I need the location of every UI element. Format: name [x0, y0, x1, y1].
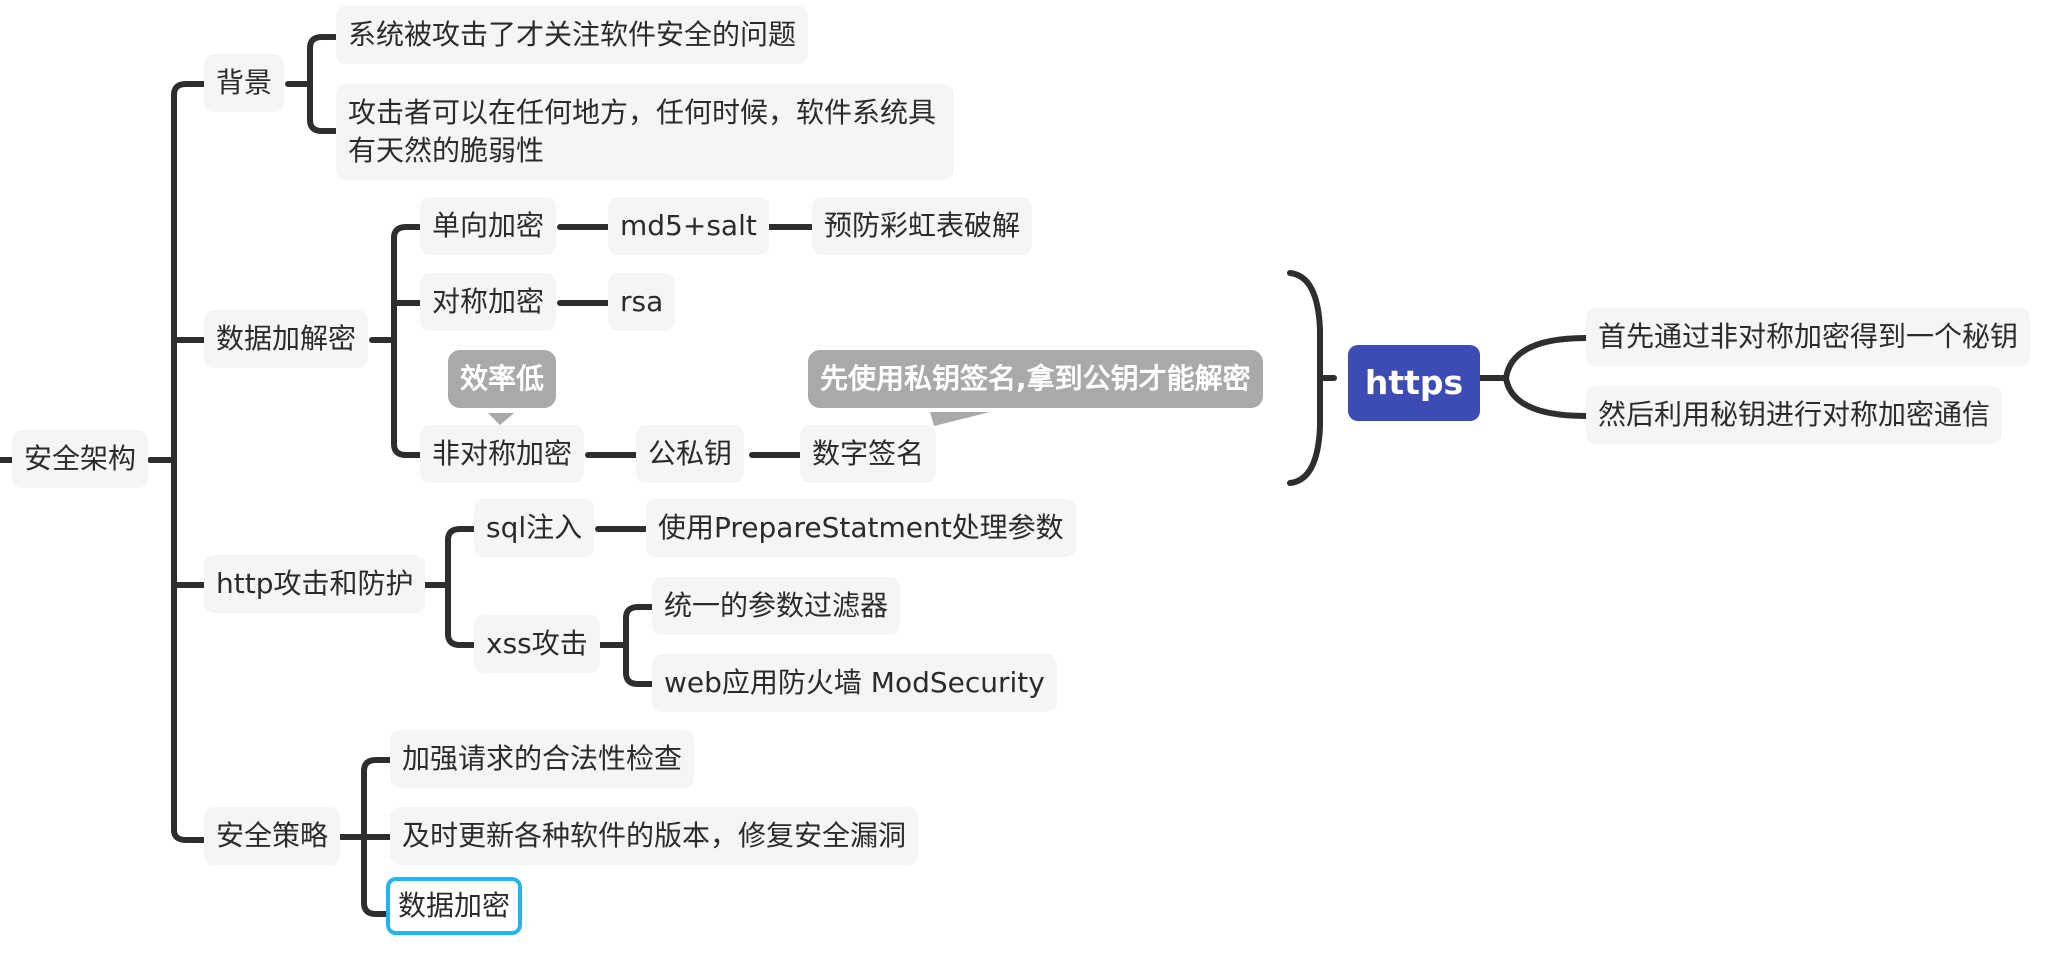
topic-digital-signature[interactable]: 数字签名 — [800, 425, 937, 483]
root-topic[interactable]: 安全架构 — [12, 430, 149, 488]
topic-rsa[interactable]: rsa — [608, 273, 676, 331]
topic-https-item-2[interactable]: 然后利用秘钥进行对称加密通信 — [1586, 386, 2003, 444]
symmetric-encryption-label: 对称加密 — [432, 285, 545, 318]
https-label: https — [1364, 363, 1464, 402]
topic-http-attack[interactable]: http攻击和防护 — [204, 555, 426, 613]
topic-prepare-statement[interactable]: 使用PrepareStatment处理参数 — [646, 499, 1076, 557]
xss-bracket-line — [623, 604, 655, 687]
topic-public-private-key[interactable]: 公私钥 — [636, 425, 745, 483]
rsa-label: rsa — [620, 285, 664, 318]
http-bracket-line — [445, 526, 477, 648]
topic-encryption[interactable]: 数据加解密 — [204, 310, 369, 368]
https-to-first-item-line — [1503, 335, 1589, 381]
low-efficiency-label: 效率低 — [460, 362, 545, 395]
security-strategy-label: 安全策略 — [216, 819, 329, 852]
https-to-second-item-line — [1503, 375, 1589, 419]
topic-https[interactable]: https — [1348, 345, 1480, 421]
strategy-item-2-label: 及时更新各种软件的版本，修复安全漏洞 — [402, 819, 907, 852]
callout-low-efficiency[interactable]: 效率低 — [448, 350, 557, 408]
topic-strategy-item-2[interactable]: 及时更新各种软件的版本，修复安全漏洞 — [390, 807, 919, 865]
topic-background-item-1[interactable]: 系统被攻击了才关注软件安全的问题 — [336, 6, 809, 64]
https-item-1-label: 首先通过非对称加密得到一个秘钥 — [1598, 320, 2019, 353]
xss-attack-label: xss攻击 — [486, 627, 588, 660]
topic-security-strategy[interactable]: 安全策略 — [204, 807, 341, 865]
signature-note-label: 先使用私钥签名,拿到公钥才能解密 — [820, 362, 1251, 395]
efficiency-callout-tail — [488, 413, 514, 425]
public-private-key-label: 公私钥 — [648, 437, 733, 470]
digital-signature-label: 数字签名 — [812, 437, 925, 470]
topic-asymmetric-encryption[interactable]: 非对称加密 — [420, 425, 585, 483]
topic-oneway-encryption[interactable]: 单向加密 — [420, 197, 557, 255]
md5-salt-label: md5+salt — [620, 209, 757, 242]
topic-https-item-1[interactable]: 首先通过非对称加密得到一个秘钥 — [1586, 308, 2031, 366]
modsecurity-label: web应用防火墙 ModSecurity — [664, 666, 1045, 699]
encryption-bracket-line — [391, 224, 423, 458]
root-topic-label: 安全架构 — [24, 442, 137, 475]
oneway-encryption-label: 单向加密 — [432, 209, 545, 242]
prepare-statement-label: 使用PrepareStatment处理参数 — [658, 511, 1064, 544]
http-attack-label: http攻击和防护 — [216, 567, 414, 600]
background-item-2-label: 攻击者可以在任何地方，任何时候，软件系统具有天然的脆弱性 — [348, 96, 937, 167]
topic-strategy-item-1[interactable]: 加强请求的合法性检查 — [390, 730, 695, 788]
topic-modsecurity[interactable]: web应用防火墙 ModSecurity — [652, 654, 1057, 712]
strategy-bracket-line — [361, 757, 393, 917]
https-item-2-label: 然后利用秘钥进行对称加密通信 — [1598, 398, 1991, 431]
topic-background-item-2[interactable]: 攻击者可以在任何地方，任何时候，软件系统具有天然的脆弱性 — [336, 84, 954, 180]
param-filter-label: 统一的参数过滤器 — [664, 589, 889, 622]
main-spine-line — [171, 81, 207, 843]
topic-xss-attack[interactable]: xss攻击 — [474, 615, 600, 673]
topic-rainbow-table[interactable]: 预防彩虹表破解 — [812, 197, 1033, 255]
topic-sql-injection[interactable]: sql注入 — [474, 499, 595, 557]
topic-strategy-item-3-selected[interactable]: 数据加密 — [386, 877, 523, 935]
topic-background[interactable]: 背景 — [204, 54, 285, 112]
topic-encryption-label: 数据加解密 — [216, 322, 357, 355]
callout-signature-note[interactable]: 先使用私钥签名,拿到公钥才能解密 — [808, 350, 1263, 408]
strategy-item-3-label: 数据加密 — [398, 889, 511, 922]
sql-injection-label: sql注入 — [486, 511, 583, 544]
strategy-item-1-label: 加强请求的合法性检查 — [402, 742, 683, 775]
rainbow-table-label: 预防彩虹表破解 — [824, 209, 1021, 242]
background-item-1-label: 系统被攻击了才关注软件安全的问题 — [348, 18, 797, 51]
signature-callout-tail — [930, 412, 990, 426]
topic-symmetric-encryption[interactable]: 对称加密 — [420, 273, 557, 331]
background-bracket-line — [307, 34, 339, 134]
https-brace-line — [1287, 270, 1323, 486]
asymmetric-encryption-label: 非对称加密 — [432, 437, 573, 470]
topic-md5-salt[interactable]: md5+salt — [608, 197, 769, 255]
topic-param-filter[interactable]: 统一的参数过滤器 — [652, 577, 901, 635]
topic-background-label: 背景 — [216, 66, 273, 99]
